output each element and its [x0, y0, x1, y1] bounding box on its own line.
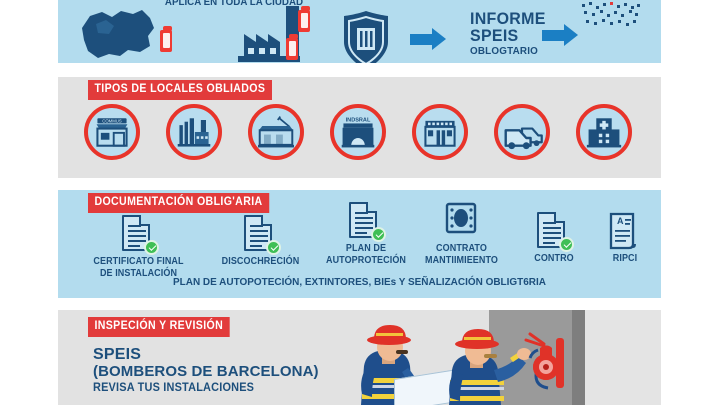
- documentacion-heading-tag: DOCUMENTACIÓN OBLIG'ARIA: [88, 193, 269, 213]
- svg-text:A: A: [617, 216, 624, 226]
- pixel-dots-icon: [580, 2, 642, 28]
- doc-label-line2: DE INSTALACIÓN: [99, 267, 178, 279]
- check-badge-icon: [371, 227, 386, 242]
- fire-extinguisher-icon: [160, 26, 172, 52]
- type-icon-almacen-obra[interactable]: [248, 104, 304, 160]
- panel-tipos-de-locales: TIPOS DE LOCALES OBLIADOS COMMUS: [58, 77, 661, 178]
- doc-label-line1: DISCOCHRECIÓN: [221, 256, 300, 267]
- document-check-icon: [349, 201, 386, 242]
- fire-extinguisher-icon-2: [298, 6, 310, 32]
- doc-label-line2: AUTOPROTECIÓN: [325, 254, 407, 266]
- tipos-heading-tag: TIPOS DE LOCALES OBLIADOS: [88, 80, 272, 100]
- inspection-scene: [328, 310, 661, 405]
- informe-line-2: SPEIS: [470, 26, 519, 45]
- wall-panel-edge: [572, 310, 585, 405]
- document-check-icon: [121, 214, 159, 255]
- panel-documentacion: DOCUMENTACIÓN OBLIG'ARIA CERTIFICATO FIN…: [58, 190, 661, 298]
- barcelona-coat-of-arms-icon: [340, 10, 392, 63]
- check-badge-icon: [265, 240, 281, 255]
- right-arrow-icon-2: [542, 24, 578, 46]
- doc-item[interactable]: CONTRATO MANTIIMIEENTO: [404, 202, 519, 266]
- check-badge-icon: [143, 240, 159, 255]
- maintenance-contract-icon: [445, 202, 479, 240]
- wall-panel-light: [585, 310, 661, 405]
- fire-alarm-bell-icon: [533, 354, 559, 380]
- doc-item[interactable]: A RIPCI: [590, 212, 660, 265]
- panel-intro: APLICA EN TODA LA CIUDAD: [58, 0, 661, 63]
- doc-label-line1: CERTIFICATO FINAL: [93, 256, 184, 267]
- fire-extinguisher-icon-3: [286, 34, 298, 60]
- firefighter-inspecting-icon: [436, 326, 536, 405]
- type-icon-indsral[interactable]: INDSRAL: [330, 104, 386, 160]
- panel-inspeccion: INSPECIÓN Y REVISIÓN SPEIS (BOMBEROS DE …: [58, 310, 661, 405]
- type-icon-local-comercial[interactable]: COMMUS: [84, 104, 140, 160]
- intro-caption: APLICA EN TODA LA CIUDAD: [164, 0, 304, 8]
- doc-label-line1: CONTRO: [534, 253, 574, 264]
- inspeccion-line-1: SPEIS: [93, 346, 142, 363]
- doc-item[interactable]: DISCOCHRECIÓN: [208, 214, 313, 268]
- svg-text:COMMUS: COMMUS: [102, 119, 122, 124]
- informe-speis-block: INFORME SPEIS OBLOGTARIO: [470, 10, 546, 58]
- check-badge-icon: [559, 237, 574, 252]
- inspeccion-line-2: (BOMBEROS DE BARCELONA): [93, 363, 319, 380]
- doc-label-line1: PLAN DE: [345, 243, 387, 254]
- doc-item[interactable]: CONTRO: [514, 211, 594, 265]
- right-arrow-icon-1: [410, 28, 446, 50]
- inspeccion-heading-tag: INSPECIÓN Y REVISIÓN: [88, 317, 230, 337]
- type-icon-aparcamiento[interactable]: [494, 104, 550, 160]
- svg-text:INDSRAL: INDSRAL: [346, 118, 371, 124]
- doc-label-line1: CONTRATO: [436, 243, 487, 254]
- ripci-document-icon: A: [608, 212, 642, 250]
- type-icon-nave-industrial[interactable]: [166, 104, 222, 160]
- barcelona-map-icon: [76, 6, 158, 60]
- informe-line-3: OBLOGTARIO: [470, 45, 539, 57]
- doc-label-line1: RIPCI: [612, 253, 638, 264]
- type-icon-establecimiento[interactable]: [412, 104, 468, 160]
- doc-item[interactable]: CERTIFICATO FINAL DE INSTALACIÓN: [76, 214, 201, 279]
- doc-item[interactable]: PLAN DE AUTOPROTECIÓN: [311, 201, 421, 266]
- document-check-icon: [537, 211, 574, 252]
- documentacion-note: PLAN DE AUTOPOTECIÓN, EXTINTORES, BIEs Y…: [172, 276, 546, 288]
- document-check-icon: [243, 214, 281, 255]
- type-icon-hospital[interactable]: [576, 104, 632, 160]
- wall-extinguisher-icon: [524, 330, 574, 392]
- informe-line-1: INFORME: [470, 9, 546, 28]
- inspeccion-text-block: SPEIS (BOMBEROS DE BARCELONA) REVISA TUS…: [93, 346, 319, 395]
- inspeccion-line-3: REVISA TUS INSTALACIONES: [93, 382, 255, 394]
- doc-label-line2: MANTIIMIEENTO: [424, 254, 499, 266]
- intro-row: APLICA EN TODA LA CIUDAD: [58, 0, 661, 63]
